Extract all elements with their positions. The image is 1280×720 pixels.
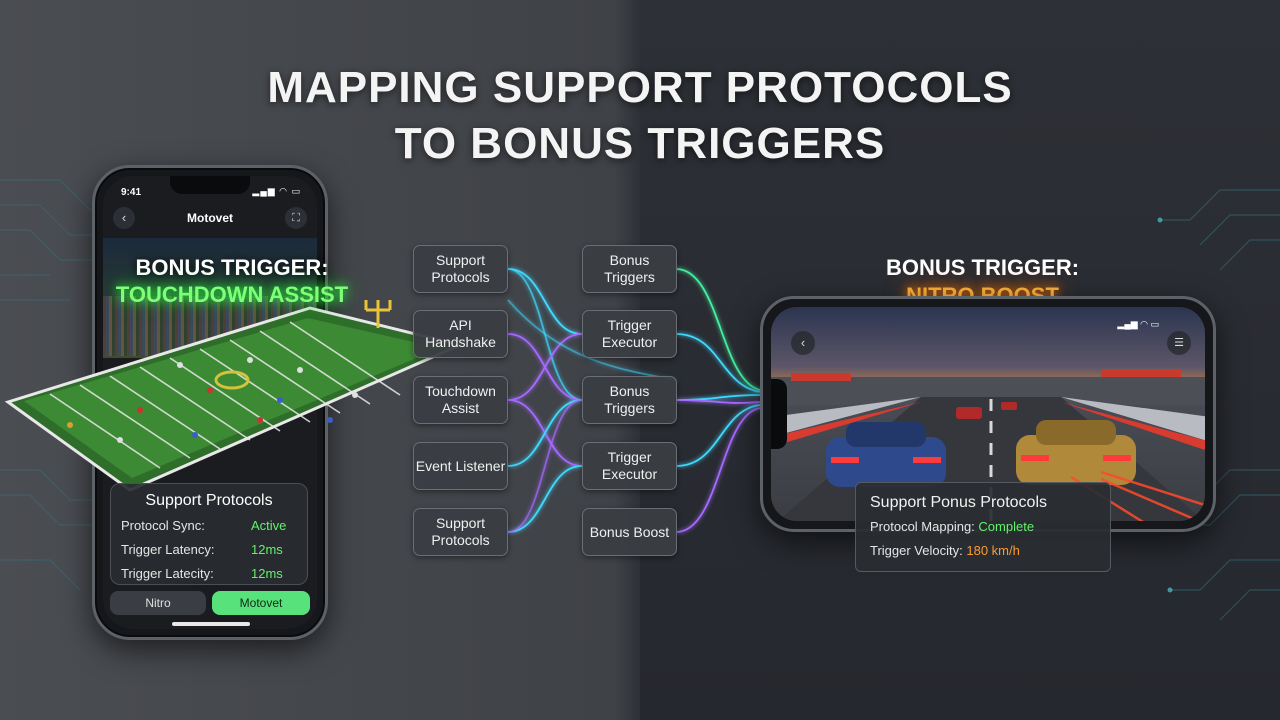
row-value: Complete [978, 519, 1035, 534]
row-value: Active [251, 518, 287, 533]
flow-node-label: Support Protocols [431, 252, 490, 285]
flow-node-label: Event Listener [415, 457, 506, 474]
flow-node[interactable]: Trigger Executor [582, 310, 677, 358]
bonus-trigger-label: BONUS TRIGGER: [135, 255, 329, 280]
status-time: 9:41 [121, 187, 142, 198]
bonus-trigger-name: TOUCHDOWN ASSIST [115, 282, 349, 307]
home-indicator[interactable] [172, 622, 250, 626]
support-protocols-card: Support Ponus Protocols Protocol Mapping… [855, 482, 1111, 572]
row-value: 180 km/h [966, 543, 1020, 558]
flow-node[interactable]: Bonus Triggers [582, 245, 677, 293]
app-title: Motovet [187, 211, 233, 225]
page-title: MAPPING SUPPORT PROTOCOLS TO BONUS TRIGG… [0, 60, 1280, 172]
bonus-trigger-label: BONUS TRIGGER: [885, 255, 1080, 280]
card-row: Trigger Velocity: 180 km/h [870, 543, 1020, 558]
card-row: Protocol Mapping: Complete [870, 519, 1034, 534]
status-icons: ▂▄▆ ◠ ▭ [252, 186, 301, 196]
row-label: Trigger Velocity: [870, 543, 963, 558]
flow-node-label: Trigger Executor [601, 449, 658, 482]
card-row: Protocol Sync: Active [121, 518, 297, 533]
card-row: Trigger Latecity: 12ms [121, 566, 297, 581]
flow-node[interactable]: Bonus Triggers [582, 376, 677, 424]
flow-node[interactable]: Trigger Executor [582, 442, 677, 490]
right-phone-screen: ‹ ▂▄▆ ◠ ▭ ☰ [771, 307, 1205, 521]
nitro-bonus-trigger: BONUS TRIGGER: NITRO BOOST [850, 254, 1115, 310]
flow-node-label: API Handshake [425, 317, 496, 350]
row-label: Protocol Mapping: [870, 519, 975, 534]
menu-icon[interactable]: ☰ [1167, 331, 1191, 355]
card-title: Support Ponus Protocols [870, 494, 1047, 511]
screen-icon[interactable]: ⛶ [285, 207, 307, 229]
back-icon[interactable]: ‹ [791, 331, 815, 355]
row-value: 12ms [251, 542, 283, 557]
flow-node[interactable]: Bonus Boost [582, 508, 677, 556]
flow-node-label: Trigger Executor [601, 317, 658, 350]
row-label: Trigger Latency: [121, 542, 215, 557]
title-line-2: TO BONUS TRIGGERS [394, 119, 886, 168]
flow-node[interactable]: Support Protocols [413, 245, 508, 293]
flow-node-label: Support Protocols [431, 515, 490, 548]
tab-motovet[interactable]: Motovet [212, 591, 310, 615]
tab-nitro[interactable]: Nitro [110, 591, 206, 615]
row-label: Protocol Sync: [121, 518, 205, 533]
row-label: Trigger Latecity: [121, 566, 214, 581]
flow-node-label: Bonus Triggers [604, 383, 655, 416]
flow-node-label: Bonus Triggers [604, 252, 655, 285]
row-value: 12ms [251, 566, 283, 581]
phone-notch [771, 379, 787, 449]
flow-node[interactable]: Support Protocols [413, 508, 508, 556]
title-line-1: MAPPING SUPPORT PROTOCOLS [267, 63, 1013, 112]
mode-tabs: Nitro Motovet [110, 591, 310, 615]
back-icon[interactable]: ‹ [113, 207, 135, 229]
card-row: Trigger Latency: 12ms [121, 542, 297, 557]
flow-node-label: Bonus Boost [589, 523, 670, 540]
phone-notch [170, 176, 250, 194]
flow-node[interactable]: API Handshake [413, 310, 508, 358]
touchdown-bonus-trigger: BONUS TRIGGER: TOUCHDOWN ASSIST [92, 254, 372, 308]
card-title: Support Protocols [145, 492, 273, 509]
flow-node[interactable]: Event Listener [413, 442, 508, 490]
status-icons: ▂▄▆ ◠ ▭ [1117, 319, 1159, 329]
football-field [4, 300, 465, 492]
flow-node-label: Touchdown Assist [425, 383, 496, 416]
support-protocols-card: Support Protocols Protocol Sync: Active … [110, 483, 308, 585]
flow-node[interactable]: Touchdown Assist [413, 376, 508, 424]
